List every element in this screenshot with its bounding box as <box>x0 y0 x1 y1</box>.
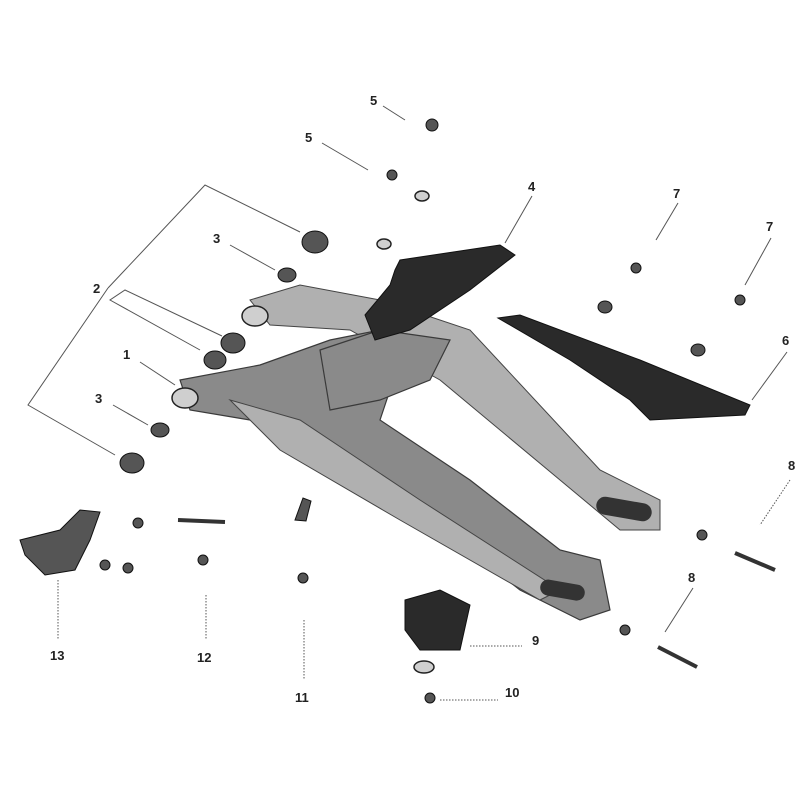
callout-5: 5 <box>370 93 377 108</box>
leader-lines <box>27 105 791 701</box>
callout-10: 10 <box>505 685 519 700</box>
callout-7: 7 <box>766 219 773 234</box>
callout-3: 3 <box>95 391 102 406</box>
callout-12: 12 <box>197 650 211 665</box>
callout-5: 5 <box>305 130 312 145</box>
callout-8: 8 <box>688 570 695 585</box>
callout-6: 6 <box>782 333 789 348</box>
callout-3: 3 <box>213 231 220 246</box>
callout-8: 8 <box>788 458 795 473</box>
callout-13: 13 <box>50 648 64 663</box>
callout-4: 4 <box>528 179 536 194</box>
chain-guard <box>496 314 751 421</box>
callout-labels: 5 5 4 7 7 3 2 1 3 6 8 8 9 10 11 12 13 <box>50 93 795 705</box>
callout-11: 11 <box>295 690 309 705</box>
fasteners <box>19 118 776 704</box>
callout-9: 9 <box>532 633 539 648</box>
chain-guard-upper <box>364 244 516 341</box>
swingarm <box>171 284 661 621</box>
callout-7: 7 <box>673 186 680 201</box>
callout-2: 2 <box>93 281 100 296</box>
callout-1: 1 <box>123 347 130 362</box>
